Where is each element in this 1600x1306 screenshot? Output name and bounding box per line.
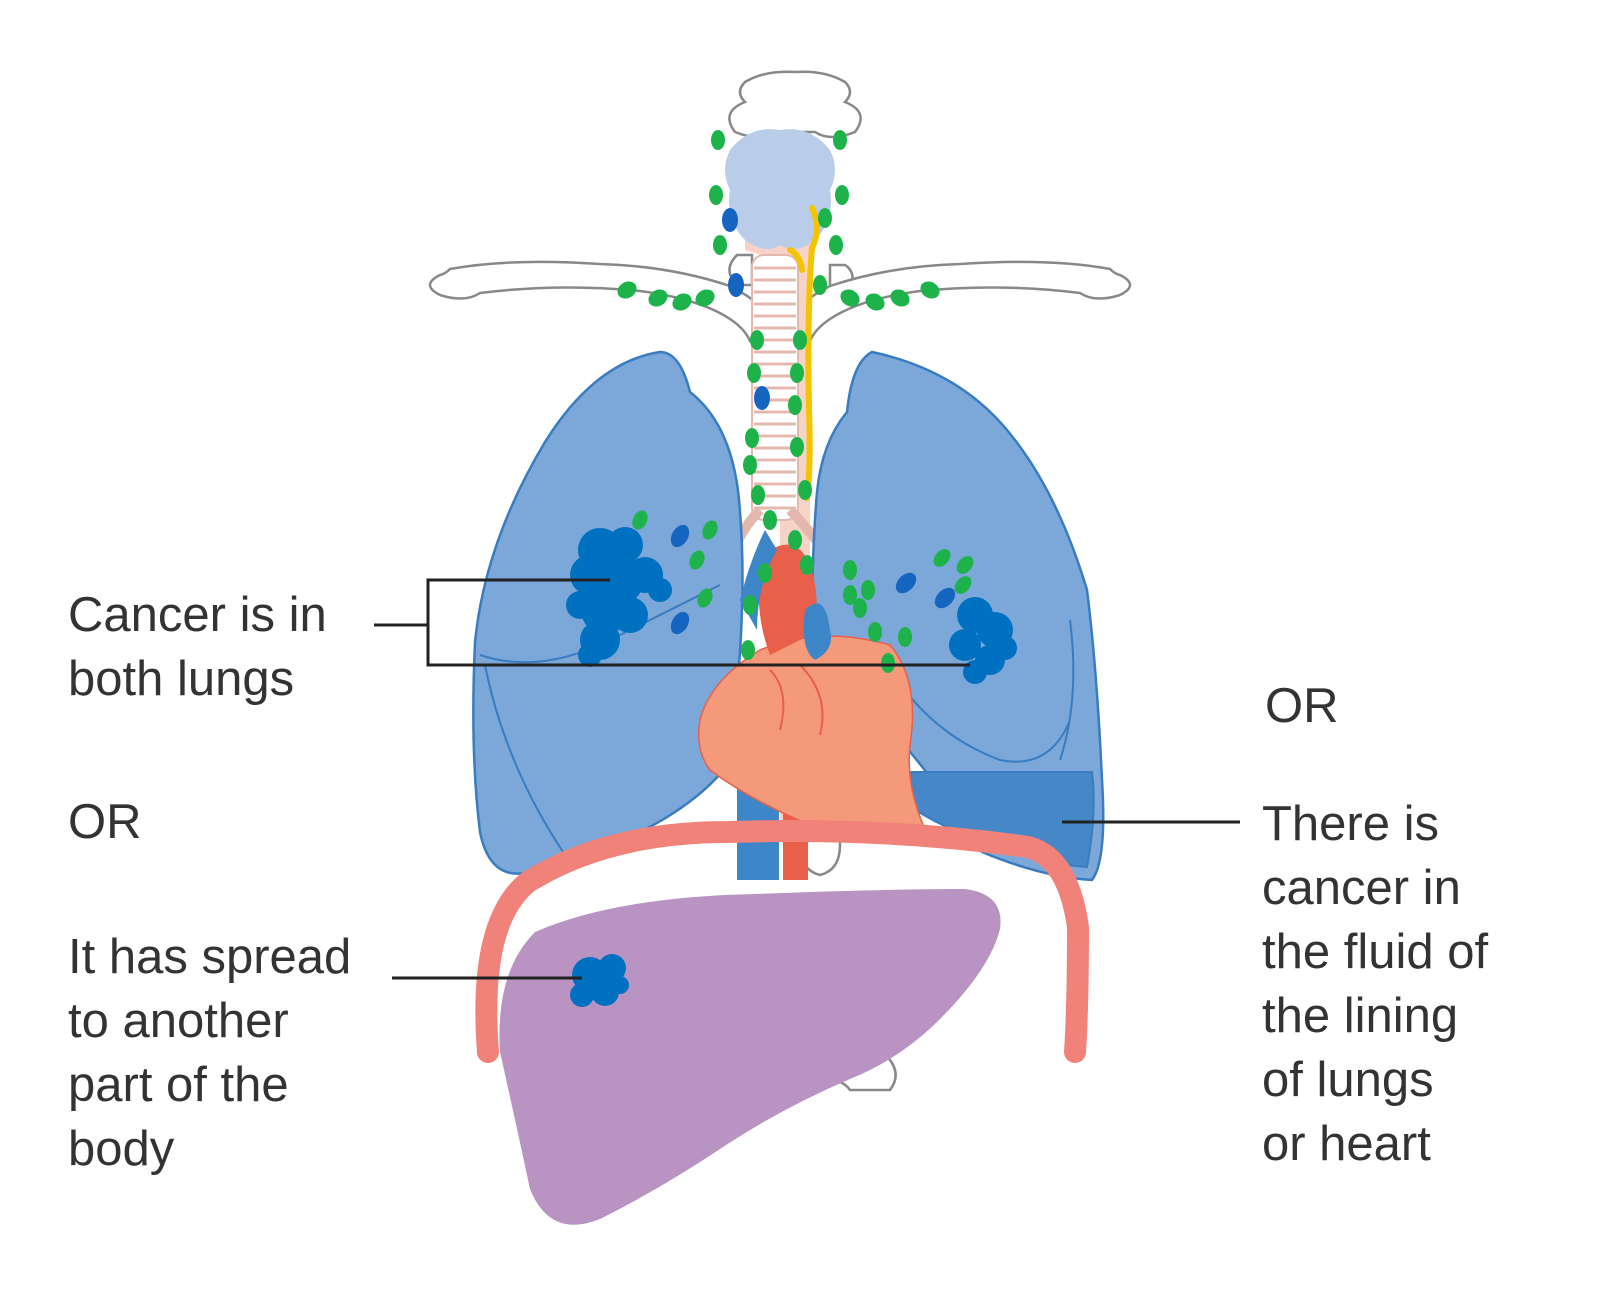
- bracket-both-lungs: [426, 578, 970, 667]
- diaphragm: [475, 820, 1090, 1063]
- label-line: body: [68, 1122, 175, 1176]
- lymph-nodes-green: [617, 130, 974, 673]
- tumour-left-lung: [949, 597, 1017, 684]
- leader-lines: [374, 578, 1240, 980]
- nerve: [787, 205, 820, 501]
- label-line: or heart: [1262, 1117, 1431, 1171]
- cervical-vertebrae: [728, 70, 862, 297]
- pulmonary-artery: [803, 603, 831, 660]
- label-line: OR: [1265, 679, 1339, 733]
- label-line: Cancer is in: [68, 588, 327, 642]
- label-line: the fluid of: [1262, 925, 1489, 979]
- label-line: the lining: [1262, 989, 1459, 1043]
- tumour-liver: [570, 954, 629, 1007]
- label-line: to another: [68, 994, 289, 1048]
- heart-detail: [769, 664, 824, 736]
- label-line: There is: [1262, 797, 1440, 851]
- label-line: part of the: [68, 1058, 289, 1112]
- label-or-left: OR: [68, 790, 142, 854]
- tumour-right-lung: [566, 527, 672, 667]
- label-fluid-lining: There is cancer in the fluid of the lini…: [1262, 792, 1488, 1176]
- label-or-right: OR: [1265, 674, 1339, 738]
- label-line: It has spread: [68, 930, 352, 984]
- lymph-nodes-blue: [670, 208, 956, 635]
- liver: [499, 889, 1001, 1225]
- label-line: both lungs: [68, 652, 295, 706]
- label-line: of lungs: [1262, 1053, 1434, 1107]
- label-spread-to-other-part: It has spread to another part of the bod…: [68, 925, 351, 1181]
- label-line: OR: [68, 795, 142, 849]
- trachea: [725, 254, 835, 563]
- label-line: cancer in: [1262, 861, 1461, 915]
- label-cancer-both-lungs: Cancer is in both lungs: [68, 583, 327, 711]
- thyroid: [725, 129, 835, 249]
